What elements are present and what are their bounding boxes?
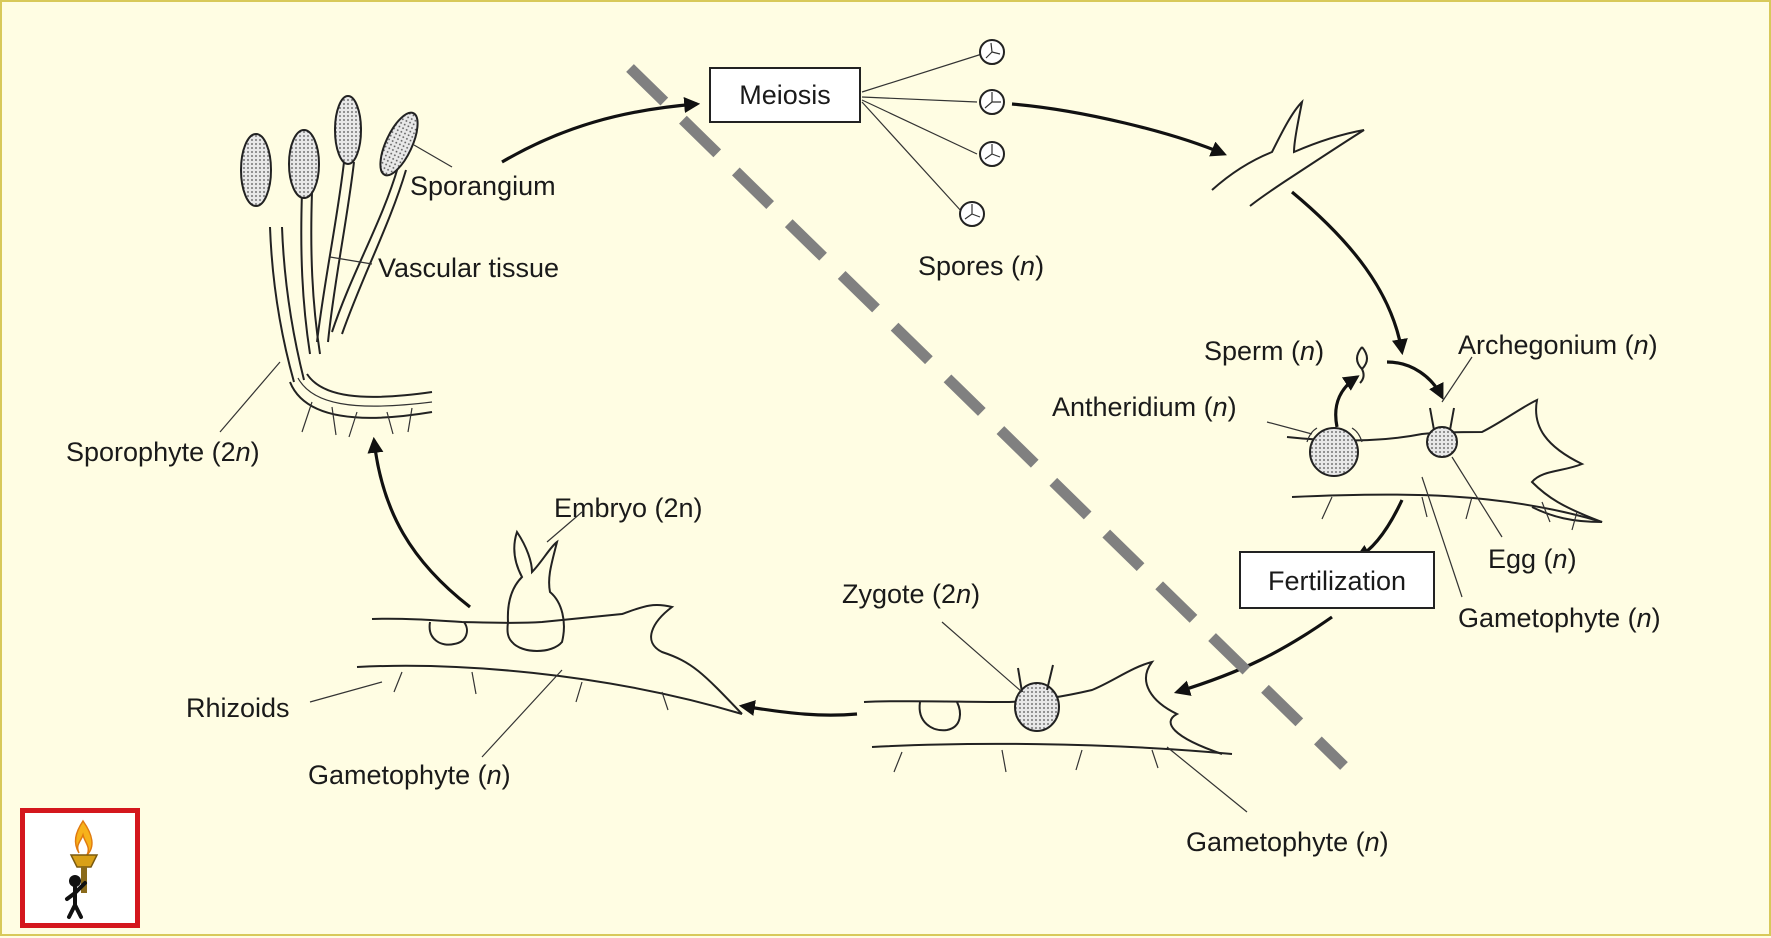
zygote-label: Zygote (2n): [842, 579, 980, 609]
sperm-label: Sperm (n): [1204, 336, 1324, 366]
mature-gametophyte-drawing: [1287, 347, 1602, 530]
spores-drawing: [862, 40, 1004, 226]
torch-bearer-icon: [25, 813, 135, 923]
sporophyte-label: Sporophyte (2n): [66, 437, 260, 467]
leader-lines: [220, 145, 1502, 812]
gametophyte-right-label: Gametophyte (n): [1458, 603, 1661, 633]
young-gametophyte-drawing: [1212, 102, 1364, 206]
embryo-label: Embryo (2n): [554, 493, 703, 523]
archegonium-label: Archegonium (n): [1458, 330, 1658, 360]
rhizoids-label: Rhizoids: [186, 693, 290, 723]
antheridium-label: Antheridium (n): [1052, 392, 1237, 422]
egg-label: Egg (n): [1488, 544, 1577, 574]
meiosis-label: Meiosis: [739, 80, 831, 110]
fertilization-label: Fertilization: [1268, 566, 1406, 596]
torch-bearer-logo: [20, 808, 140, 928]
spores-label: Spores (n): [918, 251, 1044, 281]
sporangium-label: Sporangium: [410, 171, 556, 201]
gametophyte-left-label: Gametophyte (n): [308, 760, 511, 790]
gametophyte-bottom-label: Gametophyte (n): [1186, 827, 1389, 857]
vascular-tissue-label: Vascular tissue: [378, 253, 559, 283]
embryo-gametophyte-drawing: [357, 532, 742, 714]
